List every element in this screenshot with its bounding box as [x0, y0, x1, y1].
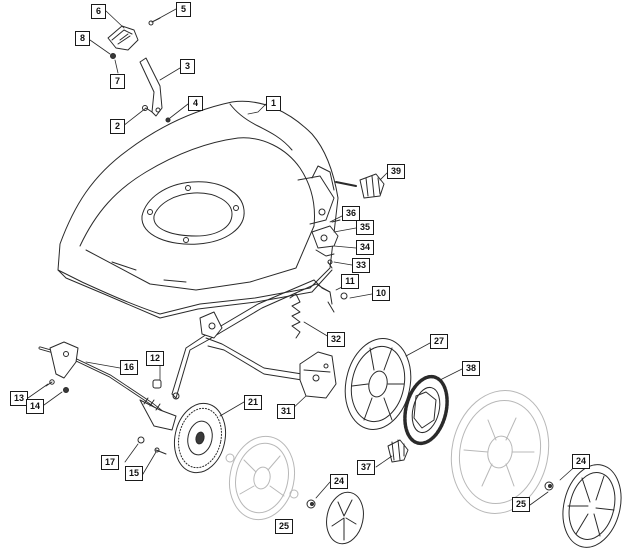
callout-16: 16 [120, 360, 138, 375]
callout-6: 6 [91, 4, 106, 19]
callout-10: 10 [372, 286, 390, 301]
callout-25b: 25 [512, 497, 530, 512]
callout-38: 38 [462, 361, 480, 376]
callout-2: 2 [110, 119, 125, 134]
callout-21: 21 [244, 395, 262, 410]
callout-15: 15 [125, 466, 143, 481]
callout-17: 17 [101, 455, 119, 470]
callout-36: 36 [342, 206, 360, 221]
callout-37: 37 [357, 460, 375, 475]
callout-27: 27 [430, 334, 448, 349]
callout-5: 5 [176, 2, 191, 17]
mower-deck [57, 100, 339, 319]
callout-39: 39 [387, 164, 405, 179]
callout-11: 11 [341, 274, 359, 289]
callout-8: 8 [75, 31, 90, 46]
height-adjust-axle [171, 279, 348, 400]
callout-12: 12 [146, 351, 164, 366]
front-hubcap [306, 491, 364, 545]
rear-tire-ghost [450, 390, 550, 514]
callout-25a: 25 [275, 519, 293, 534]
callout-24b: 24 [572, 454, 590, 469]
callout-34: 34 [356, 240, 374, 255]
callout-35: 35 [356, 220, 374, 235]
callout-14: 14 [26, 399, 44, 414]
callout-24a: 24 [330, 474, 348, 489]
front-wheel-21 [173, 402, 227, 474]
front-tire-ghost [225, 435, 299, 521]
callout-32: 32 [327, 332, 345, 347]
rear-axle-parts [311, 173, 385, 269]
callout-13: 13 [10, 391, 28, 406]
callout-4: 4 [188, 96, 203, 111]
rear-hubcap [544, 464, 622, 548]
callout-31: 31 [277, 404, 295, 419]
pinion-37 [387, 439, 409, 463]
rear-wheel-27 [344, 338, 412, 430]
callout-33: 33 [352, 258, 370, 273]
front-axle [38, 341, 177, 455]
height-adjust-lever [107, 17, 171, 123]
drive-gear-38 [403, 374, 449, 446]
callout-1: 1 [266, 96, 281, 111]
callout-7: 7 [110, 74, 125, 89]
callout-3: 3 [180, 59, 195, 74]
